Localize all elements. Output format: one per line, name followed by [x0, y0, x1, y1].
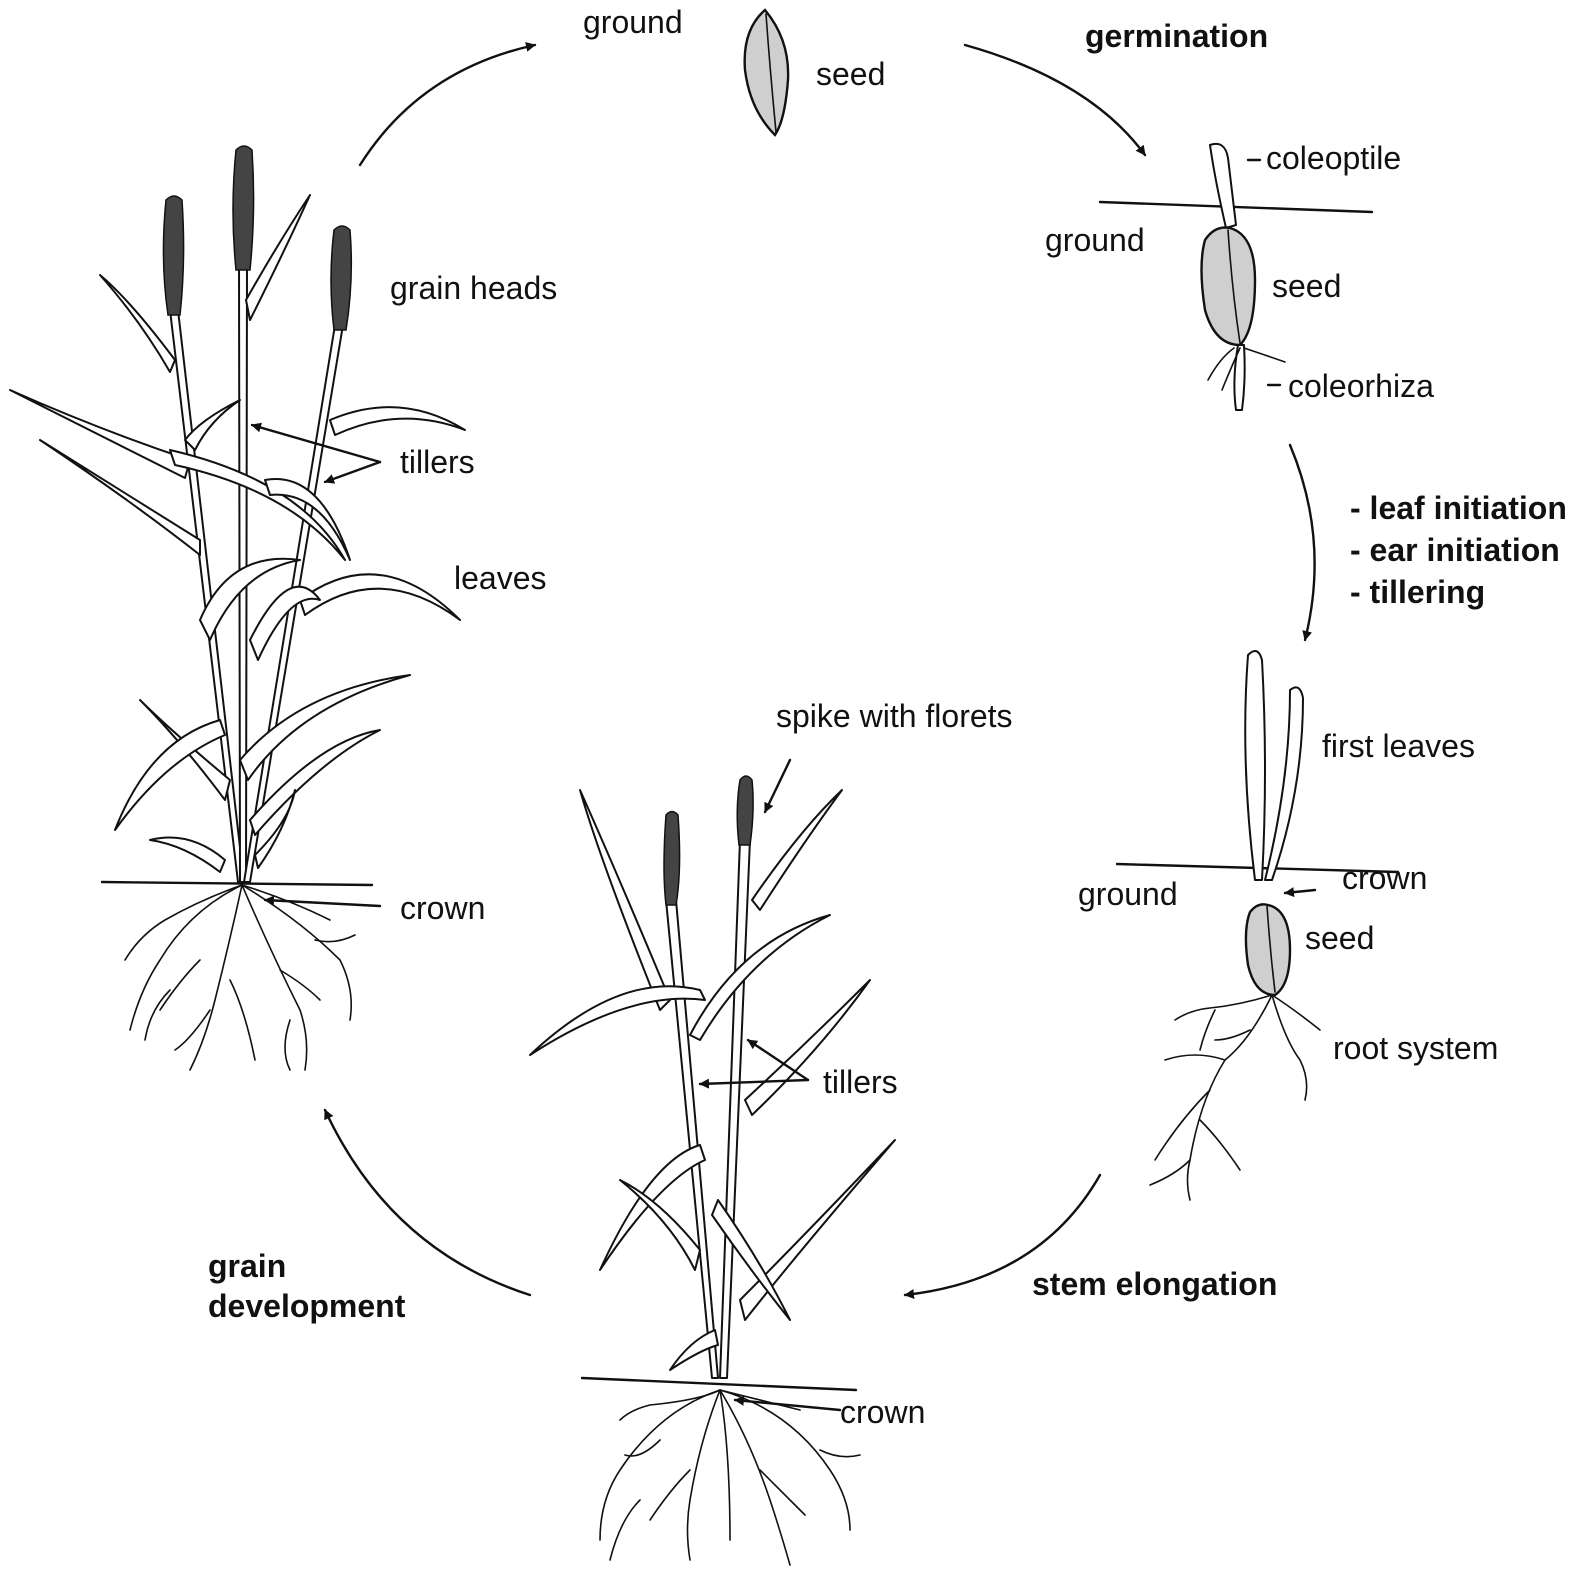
- seedling-roots: [1149, 994, 1321, 1201]
- seedling-ground-label: ground: [1078, 876, 1178, 912]
- arrow-stem-elongation: [903, 1173, 1102, 1299]
- cycle-arrows: [323, 42, 1316, 1299]
- grain-development-label-line2: development: [208, 1288, 406, 1324]
- root-system-label: root system: [1333, 1030, 1499, 1066]
- elongation-plant-drawing: [529, 758, 896, 1566]
- germination-seed-label: seed: [1272, 268, 1342, 304]
- seed-label: seed: [816, 56, 886, 92]
- arrow-germination: [963, 43, 1147, 157]
- first-leaves-label: first leaves: [1322, 728, 1475, 764]
- leaf-initiation-label: - leaf initiation: [1350, 490, 1567, 526]
- leaves-label: leaves: [454, 560, 547, 596]
- seed-ground-label: ground: [583, 4, 683, 40]
- coleorhiza-label: coleorhiza: [1288, 368, 1434, 404]
- mature-crown-label: crown: [400, 890, 486, 926]
- seedling-crown-label: crown: [1342, 860, 1428, 896]
- seed-drawing: [743, 8, 790, 137]
- grain-development-label-line1: grain: [208, 1248, 287, 1284]
- elongation-crown-label: crown: [840, 1394, 926, 1430]
- mature-roots: [124, 884, 356, 1071]
- elongation-tillers-label: tillers: [823, 1064, 898, 1100]
- arrow-leaf-initiation: [1288, 443, 1316, 642]
- arrow-grain-development: [323, 1108, 532, 1297]
- ear-initiation-label: - ear initiation: [1350, 532, 1560, 568]
- germination-arrow-label: germination: [1085, 18, 1269, 54]
- spike-with-florets-label: spike with florets: [776, 698, 1013, 734]
- germinating-seed-drawing: [1098, 142, 1374, 411]
- mature-plant-drawing: [9, 145, 466, 1071]
- tillering-label: - tillering: [1350, 574, 1486, 610]
- germination-ground-label: ground: [1045, 222, 1145, 258]
- grain-heads-label: grain heads: [390, 270, 558, 306]
- seedling-drawing: [1115, 650, 1400, 1201]
- elongation-roots: [599, 1389, 861, 1566]
- stem-elongation-label: stem elongation: [1032, 1266, 1278, 1302]
- seedling-seed-label: seed: [1305, 920, 1375, 956]
- mature-tillers-label: tillers: [400, 444, 475, 480]
- arrow-to-seed: [358, 42, 537, 167]
- coleoptile-label: coleoptile: [1266, 140, 1402, 176]
